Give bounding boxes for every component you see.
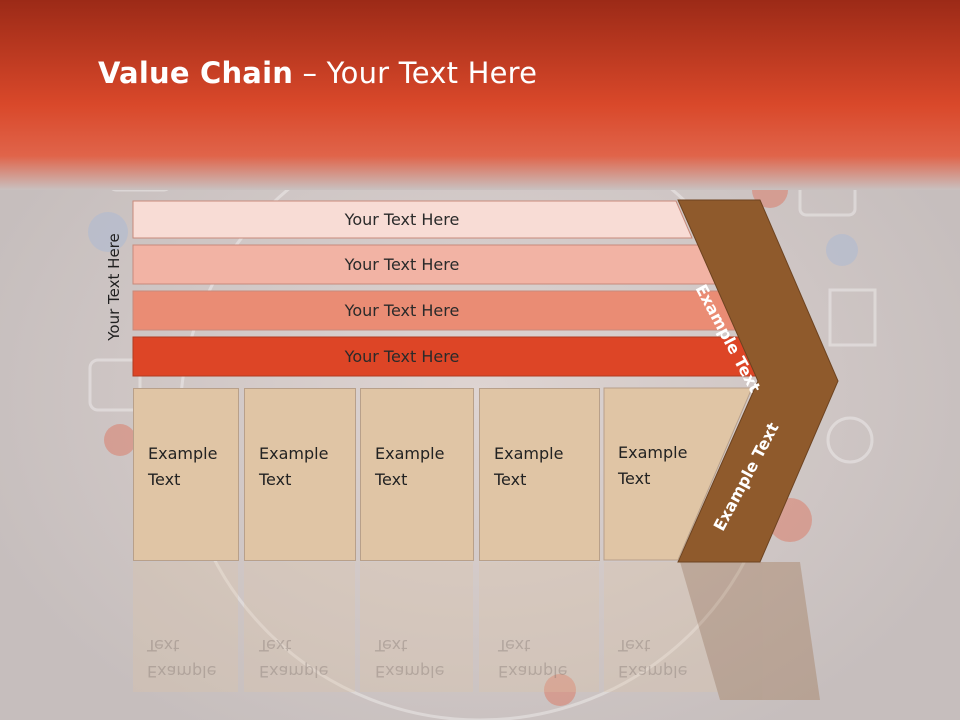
column-5: Example Text <box>604 388 704 561</box>
band-1-label: Your Text Here <box>344 209 460 229</box>
title-bold: Value Chain <box>98 56 294 90</box>
band-1: Your Text Here <box>133 201 683 237</box>
reflection-3: Example Text <box>375 636 445 681</box>
band-3-label: Your Text Here <box>344 300 460 320</box>
column-2-label: Example Text <box>259 444 329 489</box>
column-5-label: Example Text <box>618 443 688 488</box>
band-3: Your Text Here <box>133 292 683 328</box>
title-rest: – Your Text Here <box>293 56 538 90</box>
column-5-shape <box>603 387 753 561</box>
column-3: Example Text <box>360 388 474 561</box>
column-4-label: Example Text <box>494 444 564 489</box>
band-4-label: Your Text Here <box>344 346 460 366</box>
chevron-arrow-shape <box>677 199 839 563</box>
column-3-label: Example Text <box>375 444 445 489</box>
band-2: Your Text Here <box>133 246 683 282</box>
reflection-4: Example Text <box>498 636 568 681</box>
reflection-1: Example Text <box>147 636 217 681</box>
column-4: Example Text <box>479 388 600 561</box>
band-1-shape <box>132 200 693 239</box>
column-2: Example Text <box>244 388 356 561</box>
band-2-label: Your Text Here <box>344 254 460 274</box>
side-label: Your Text Here <box>105 233 123 341</box>
column-1-label: Example Text <box>148 444 218 489</box>
reflection-2: Example Text <box>259 636 329 681</box>
band-4: Your Text Here <box>133 338 683 374</box>
slide-title: Value Chain – Your Text Here <box>98 56 537 90</box>
reflection-5: Example Text <box>618 636 688 681</box>
column-1: Example Text <box>133 388 239 561</box>
